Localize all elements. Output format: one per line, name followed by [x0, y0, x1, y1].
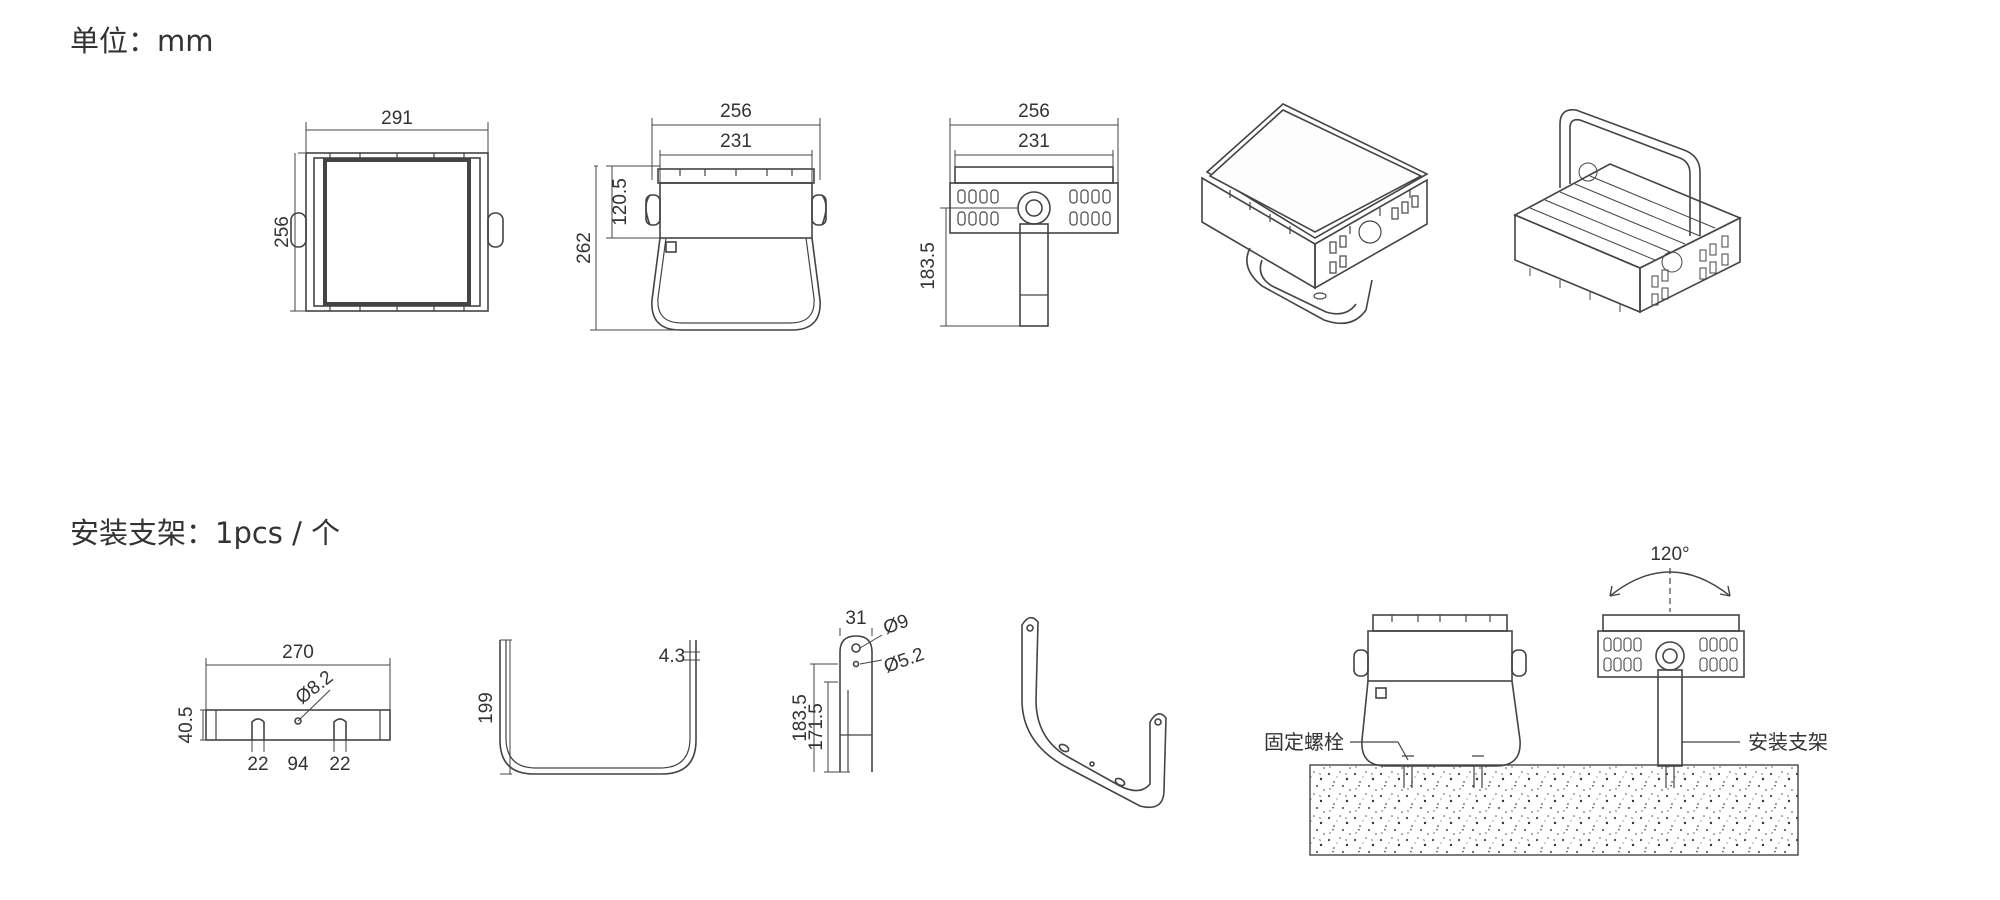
back-view [940, 118, 1119, 327]
back-outer-dim: 256 [1018, 101, 1050, 122]
side-inner-dim: 231 [720, 131, 752, 152]
unit-heading: 单位：mm [70, 24, 214, 58]
arm-width-dim: 31 [845, 608, 866, 629]
side-view [590, 118, 827, 331]
iso-back-view [1513, 108, 1742, 314]
bracket-spacing-right: 22 [329, 754, 350, 775]
iso-front-view [1201, 103, 1429, 325]
bracket-spacing-mid: 94 [287, 754, 309, 775]
front-view [290, 122, 504, 312]
bracket-u-view [499, 639, 700, 775]
back-height-dim: 183.5 [918, 242, 939, 290]
install-lamp-left [1353, 614, 1527, 788]
bracket-arm-view [810, 628, 883, 773]
fixing-bolt-label: 固定螺栓 [1264, 730, 1344, 754]
arm-hole-large-dim: Ø9 [881, 611, 912, 639]
bracket-arm-height-dim: 199 [476, 692, 497, 724]
side-outer-dim: 256 [720, 101, 752, 122]
arm-hole-small-dim: Ø5.2 [881, 644, 927, 678]
ground-block [1309, 764, 1799, 856]
mount-bracket-label: 安装支架 [1748, 730, 1828, 754]
install-lamp-right [1597, 568, 1745, 788]
bracket-height-dim: 40.5 [176, 707, 197, 744]
leader-lines [1350, 741, 1740, 761]
rotation-angle-label: 120° [1650, 544, 1689, 565]
bracket-iso-view [1021, 616, 1167, 809]
bracket-top-view [200, 658, 391, 752]
back-inner-dim: 231 [1018, 131, 1050, 152]
front-height-dim: 256 [272, 216, 293, 248]
bracket-width-dim: 270 [282, 642, 314, 663]
side-total-dim: 262 [574, 232, 595, 264]
bracket-spacing-left: 22 [247, 754, 268, 775]
arm-total-dim: 183.5 [790, 694, 811, 742]
side-body-dim: 120.5 [610, 178, 631, 226]
bracket-thickness-dim: 4.3 [659, 646, 685, 667]
front-width-dim: 291 [381, 108, 413, 129]
bracket-heading: 安装支架：1pcs / 个 [70, 516, 341, 550]
bracket-hole-dim: Ø8.2 [292, 667, 337, 709]
arm-lower-dim: 171.5 [806, 703, 827, 751]
